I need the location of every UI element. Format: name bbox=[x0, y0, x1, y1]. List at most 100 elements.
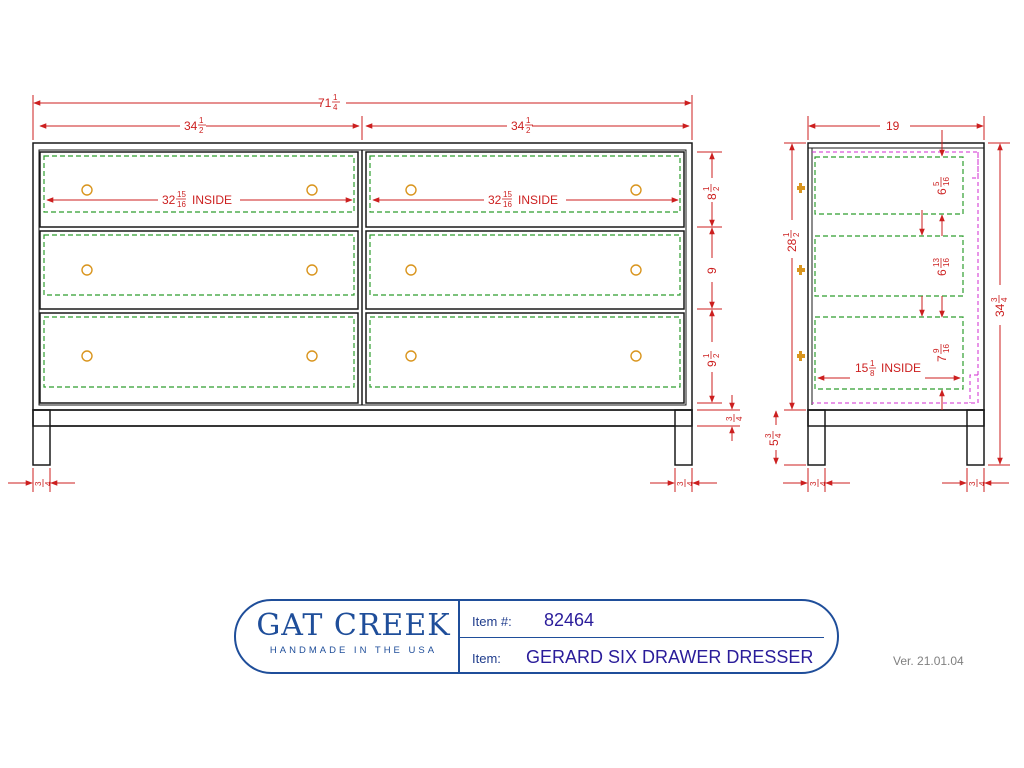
dim-suffix: INSIDE bbox=[192, 193, 232, 207]
dim-num: 3 bbox=[34, 481, 43, 486]
dim-num: 13 bbox=[932, 258, 941, 267]
dim-den: 4 bbox=[686, 481, 695, 486]
side-knobs bbox=[797, 183, 805, 361]
dim-whole: 8 bbox=[705, 193, 719, 200]
dim-whole: 9 bbox=[705, 360, 719, 367]
drawer-front bbox=[365, 151, 685, 228]
dim-whole: 34 bbox=[184, 119, 198, 133]
dim-whole: 9 bbox=[705, 267, 719, 274]
dim-whole: 15 bbox=[855, 361, 869, 375]
knob bbox=[630, 350, 642, 362]
dim-den: 2 bbox=[712, 353, 721, 358]
dim-whole: 71 bbox=[318, 96, 332, 110]
knob bbox=[405, 350, 417, 362]
side-dimension-lines bbox=[773, 116, 1010, 492]
dim-num: 1 bbox=[199, 116, 204, 125]
dim-right-half-width: 34 1 2 bbox=[511, 116, 533, 135]
dim-den: 2 bbox=[526, 126, 531, 135]
side-back-panel bbox=[812, 151, 979, 404]
item-name-value: GERARD SIX DRAWER DRESSER bbox=[526, 647, 814, 667]
dim-den: 4 bbox=[1000, 297, 1009, 302]
title-block-row-divider bbox=[458, 637, 824, 638]
dim-den: 4 bbox=[44, 481, 53, 486]
dim-den: 4 bbox=[978, 481, 987, 486]
knob bbox=[630, 264, 642, 276]
dim-suffix: INSIDE bbox=[518, 193, 558, 207]
front-dimension-lines bbox=[8, 95, 740, 492]
dim-whole: 6 bbox=[935, 188, 949, 195]
side-leg-back bbox=[966, 409, 985, 466]
knob bbox=[81, 184, 93, 196]
drawer-front bbox=[39, 312, 359, 404]
dim-num: 9 bbox=[932, 348, 941, 353]
dim-whole: 34 bbox=[511, 119, 525, 133]
dim-left-half-width: 34 1 2 bbox=[184, 116, 206, 135]
dim-num: 3 bbox=[676, 481, 685, 486]
brand-name: GAT CREEK bbox=[256, 608, 451, 643]
dim-inside-depth-3: 7 9 16 bbox=[932, 344, 951, 362]
dim-whole: 34 bbox=[993, 303, 1007, 317]
dim-den: 8 bbox=[870, 369, 875, 378]
item-number-value: 82464 bbox=[544, 610, 595, 630]
item-name-label: Item: bbox=[472, 651, 501, 666]
knob bbox=[306, 350, 318, 362]
dim-num: 15 bbox=[177, 190, 186, 199]
dim-den: 2 bbox=[792, 232, 801, 237]
brand-tagline: HANDMADE IN THE USA bbox=[269, 645, 438, 656]
dim-leg-height: 5 3 4 bbox=[764, 431, 783, 446]
dim-den: 16 bbox=[942, 344, 951, 353]
dim-drawer-inside-right: 32 15 16 INSIDE bbox=[488, 190, 558, 209]
drawer-box bbox=[814, 235, 964, 297]
front-leg-left bbox=[32, 409, 51, 466]
dim-case-height: 28 1 2 bbox=[782, 230, 801, 252]
dim-whole: 7 bbox=[935, 355, 949, 362]
dim-base-rail: 3 4 bbox=[725, 414, 744, 422]
dim-num: 3 bbox=[725, 416, 734, 421]
dim-depth: 19 bbox=[886, 119, 900, 133]
knob bbox=[306, 184, 318, 196]
dim-den: 16 bbox=[503, 200, 512, 209]
dim-inside-depth-2: 6 13 16 bbox=[932, 258, 951, 276]
dim-den: 16 bbox=[942, 258, 951, 267]
dim-inside-length: 15 1 8 INSIDE bbox=[855, 359, 921, 378]
dim-den: 2 bbox=[199, 126, 204, 135]
dim-num: 15 bbox=[503, 190, 512, 199]
dim-drawer-height-1: 8 1 2 bbox=[702, 184, 721, 200]
knob bbox=[81, 264, 93, 276]
side-base-rail bbox=[807, 409, 985, 427]
drawer-box bbox=[814, 316, 964, 390]
dim-leg-right: 3 4 bbox=[676, 479, 695, 487]
drawer-box bbox=[369, 155, 681, 213]
dim-whole: 28 bbox=[785, 238, 799, 252]
side-view bbox=[807, 142, 985, 466]
drawer-box bbox=[43, 155, 355, 213]
dim-num: 1 bbox=[870, 359, 875, 368]
dim-den: 16 bbox=[177, 200, 186, 209]
drawer-box bbox=[814, 156, 964, 215]
dim-overall-height: 34 3 4 bbox=[990, 295, 1009, 317]
dim-num: 1 bbox=[782, 232, 791, 237]
side-drawer-boxes bbox=[814, 156, 964, 390]
dim-inside-depth-1: 6 5 16 bbox=[932, 177, 951, 195]
drawer-front bbox=[365, 230, 685, 310]
dim-den: 16 bbox=[942, 177, 951, 186]
front-drawer-boxes bbox=[43, 155, 681, 388]
dim-den: 4 bbox=[774, 433, 783, 438]
drawer-box bbox=[43, 316, 355, 388]
dim-num: 1 bbox=[526, 116, 531, 125]
knob bbox=[81, 350, 93, 362]
drawer-box bbox=[369, 234, 681, 296]
dim-den: 2 bbox=[712, 186, 721, 191]
dim-num: 3 bbox=[968, 481, 977, 486]
front-view bbox=[32, 142, 693, 466]
dim-den: 4 bbox=[819, 481, 828, 486]
dim-drawer-height-2: 9 bbox=[705, 267, 719, 274]
dim-num: 5 bbox=[932, 181, 941, 186]
dim-num: 1 bbox=[702, 353, 711, 358]
dim-num: 3 bbox=[809, 481, 818, 486]
dim-drawer-inside-left: 32 15 16 INSIDE bbox=[162, 190, 232, 209]
knob bbox=[306, 264, 318, 276]
side-leg-front bbox=[807, 409, 826, 466]
title-block-divider bbox=[458, 601, 460, 672]
